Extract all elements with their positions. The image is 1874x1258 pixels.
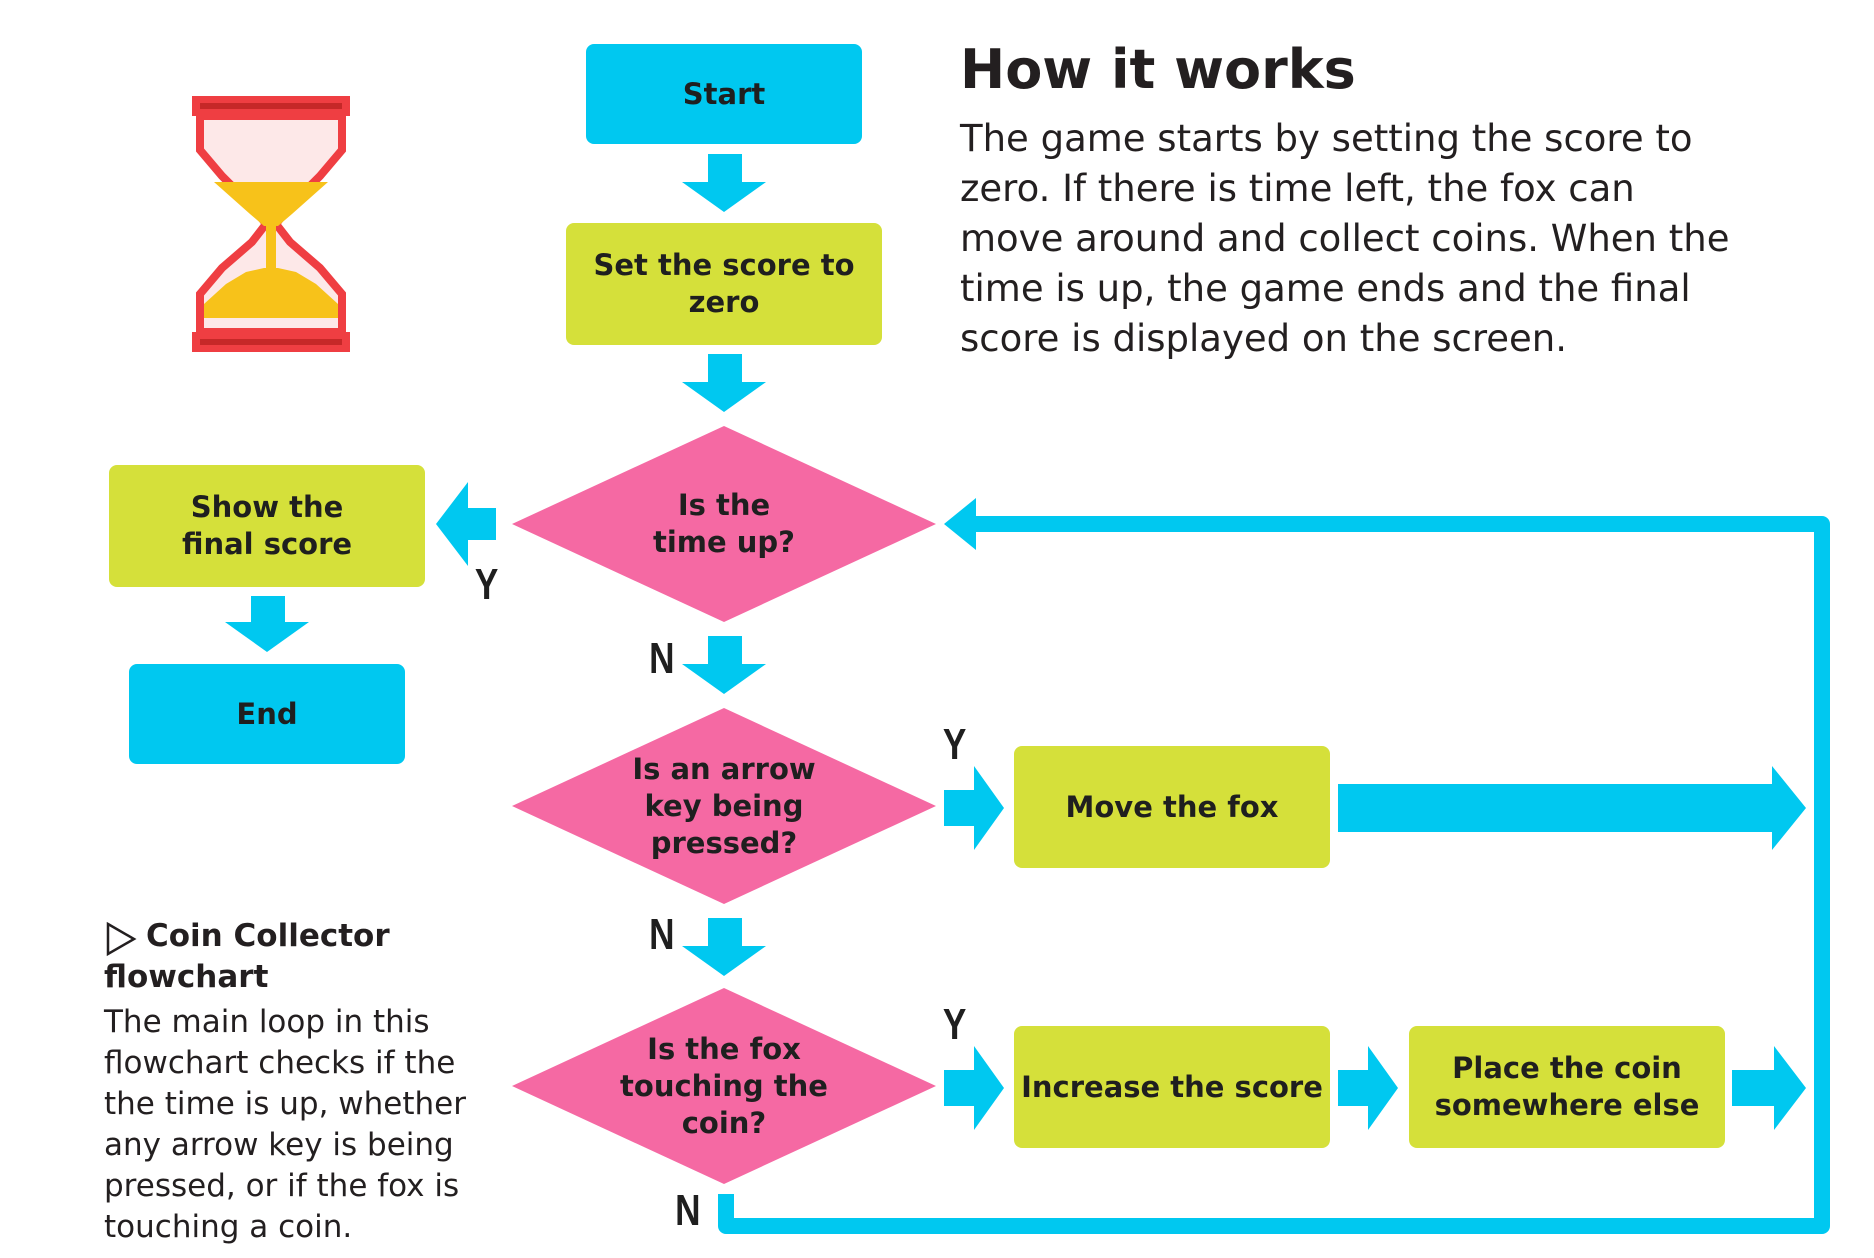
arrow-down-3: [682, 636, 766, 694]
arrow-down-5: [225, 596, 309, 652]
arrow-down-4: [682, 918, 766, 976]
start-box: [586, 44, 862, 144]
loop-back-line: [718, 516, 1830, 1234]
arrow-right-place: [1338, 1046, 1398, 1130]
touch-coin-diamond: [512, 988, 936, 1184]
place-coin-box: [1409, 1026, 1725, 1148]
move-fox-box: [1014, 746, 1330, 868]
end-label: End: [236, 696, 298, 731]
caption-body: The main loop in this flowchart checks i…: [104, 1004, 466, 1245]
caption-heading-text: Coin Collector flowchart: [104, 918, 390, 995]
set-score-label: Set the score to zero: [593, 248, 855, 319]
caption-heading: ▷ Coin Collector flowchart: [104, 916, 464, 998]
arrow-right-long: [1338, 766, 1806, 850]
end-box: [129, 664, 405, 764]
arrow-down-2: [682, 354, 766, 412]
page-title: How it works: [960, 38, 1356, 101]
arrow-key-label: Is an arrow key being pressed?: [632, 751, 816, 860]
arrow-down-1: [682, 154, 766, 212]
place-coin-label: Place the coin somewhere else: [1434, 1051, 1700, 1122]
start-label: Start: [682, 76, 766, 111]
time-up-diamond: [512, 426, 936, 622]
caption-triangle-icon: [106, 921, 137, 957]
intro-paragraph: The game starts by setting the score to …: [960, 117, 1730, 360]
time-up-no-label: N: [649, 634, 675, 683]
increase-score-label: Increase the score: [1021, 1069, 1323, 1104]
show-score-label: Show the final score: [181, 490, 353, 561]
touch-coin-no-label: N: [675, 1186, 701, 1235]
touch-coin-yes-label: Y: [942, 1000, 967, 1049]
time-up-yes-label: Y: [474, 560, 499, 609]
arrow-right-increase: [944, 1046, 1004, 1130]
hourglass-icon: [192, 96, 350, 352]
touch-coin-label: Is the fox touching the coin?: [620, 1031, 828, 1140]
move-fox-label: Move the fox: [1065, 789, 1279, 824]
arrow-right-move: [944, 766, 1004, 850]
set-score-box: [566, 223, 882, 345]
increase-score-box: [1014, 1026, 1330, 1148]
arrow-left-yes: [436, 482, 496, 566]
arrow-key-yes-label: Y: [942, 720, 967, 769]
loop-back-arrowhead: [944, 498, 976, 550]
arrow-right-loop-end: [1732, 1046, 1806, 1130]
arrow-key-diamond: [512, 708, 936, 904]
show-score-box: [109, 465, 425, 587]
arrow-key-no-label: N: [649, 910, 675, 959]
time-up-label: Is the time up?: [652, 488, 795, 559]
